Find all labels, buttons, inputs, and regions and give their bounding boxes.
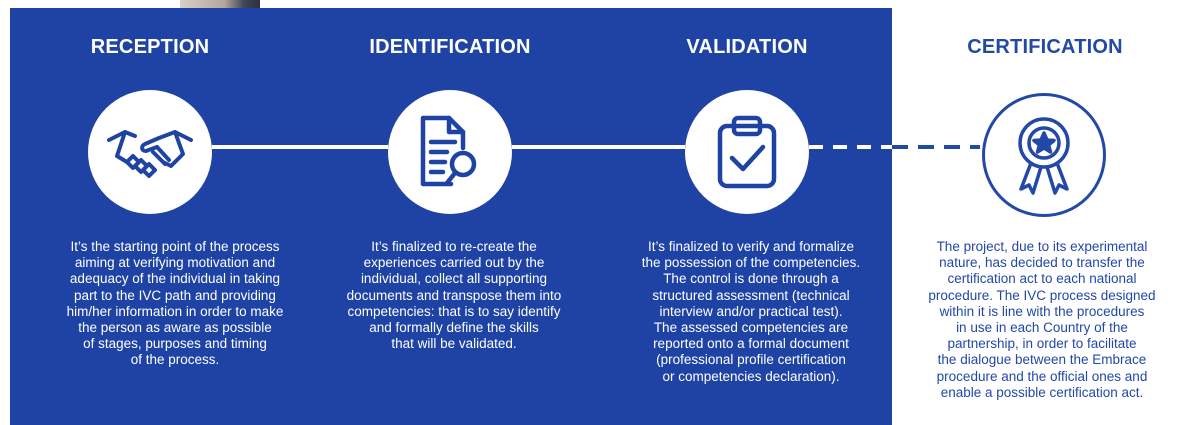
step-title-reception: RECEPTION: [90, 36, 210, 58]
dashed-connector: [892, 145, 980, 149]
document-search-icon: [420, 115, 477, 187]
step-title-certification: CERTIFICATION: [967, 36, 1123, 58]
step-title-validation: VALIDATION: [686, 36, 808, 58]
award-ribbon-icon: [1018, 117, 1070, 195]
step-description-certification: The project, due to its experimental nat…: [928, 239, 1156, 400]
step-circle-validation: [685, 90, 809, 214]
step-title-identification: IDENTIFICATION: [369, 36, 531, 58]
blue-panel: [10, 8, 892, 425]
photo-fragment: [180, 0, 260, 8]
step-description-validation: It’s finalized to verify and formalize t…: [641, 239, 861, 384]
step-description-reception: It’s the starting point of the process a…: [66, 239, 284, 368]
step-description-identification: It’s finalized to re-create the experien…: [346, 239, 562, 352]
connector-line: [512, 145, 685, 149]
step-circle-identification: [388, 90, 512, 214]
connector-line: [212, 145, 388, 149]
handshake-icon: [107, 130, 193, 178]
step-circle-reception: [88, 90, 212, 214]
step-circle-certification: [982, 93, 1106, 217]
clipboard-check-icon: [717, 115, 777, 189]
